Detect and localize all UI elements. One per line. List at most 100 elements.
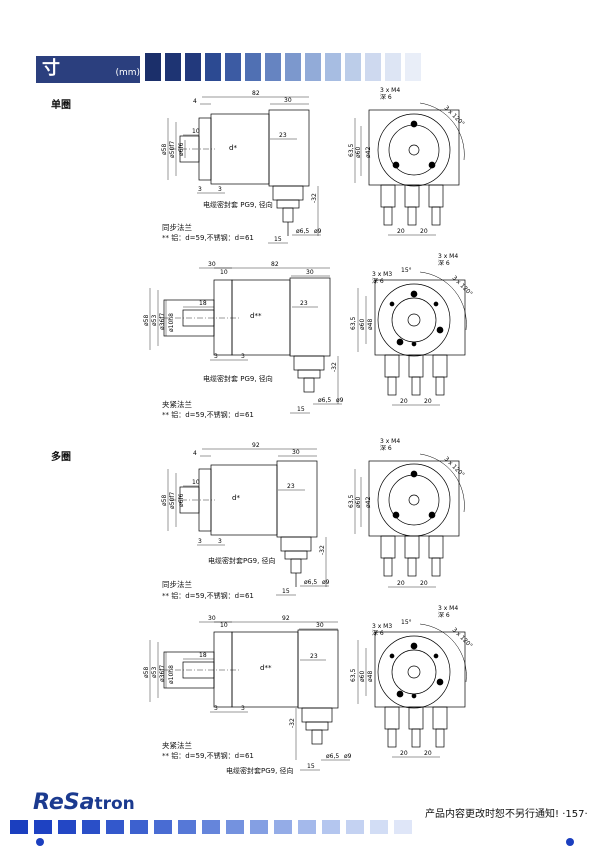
footer-bar-square xyxy=(10,820,28,834)
dim-label: 63,5 xyxy=(350,668,357,682)
dim-label: 30 xyxy=(292,449,300,456)
dim-label: ø10h8 xyxy=(168,313,175,332)
dim-label: ø42 xyxy=(365,147,372,158)
material-note: ** 铝：d=59,不锈钢：d=61 xyxy=(162,411,254,419)
footer-bar-square xyxy=(274,820,292,834)
dim-label: 深 6 xyxy=(438,611,450,619)
dim-label: ø42 xyxy=(365,497,372,508)
footer-bar-square xyxy=(202,820,220,834)
dim-label: 10 xyxy=(192,479,200,486)
cable-gland-caption: 电缆密封套PG9, 径向 xyxy=(208,557,276,565)
header-bar-square xyxy=(225,53,241,81)
dim-label: ø9 xyxy=(336,397,344,404)
dim-label: 82 xyxy=(252,90,260,97)
dim-label: 23 xyxy=(310,653,318,660)
footer-bar-square xyxy=(154,820,172,834)
header-bar-square xyxy=(285,53,301,81)
dim-label: ø60 xyxy=(355,147,362,158)
header-bar-square xyxy=(145,53,161,81)
dim-label: 30 xyxy=(208,261,216,268)
dim-label: ø6f6 xyxy=(178,493,185,507)
dim-label: 3 x 120° xyxy=(451,274,474,297)
drawing-1-front-view xyxy=(354,102,465,236)
dim-label: 30 xyxy=(306,269,314,276)
dim-label: 92 xyxy=(252,442,260,449)
header-bar-square xyxy=(245,53,261,81)
dim-label: 3 x 120° xyxy=(443,104,466,127)
footer-bar-square xyxy=(370,820,388,834)
flange-type-label: 同步法兰 xyxy=(162,580,192,589)
dim-label: -32 xyxy=(311,193,318,203)
dim-label: 20 xyxy=(400,398,408,405)
dim-label: 30 xyxy=(284,97,292,104)
dim-label: 63,5 xyxy=(350,316,357,330)
dim-label: ø58 xyxy=(161,144,168,155)
material-note: ** 铝：d=59,不锈钢：d=61 xyxy=(162,234,254,242)
footer-bar-square xyxy=(58,820,76,834)
footer-dot-right xyxy=(566,838,574,846)
page-number: ·157· xyxy=(562,809,588,820)
logo-resa: ReSa xyxy=(33,790,95,815)
footer-bar-square xyxy=(394,820,412,834)
dim-label: ø10h8 xyxy=(168,665,175,684)
dim-label: ø9 xyxy=(344,753,352,760)
dim-label: 20 xyxy=(420,228,428,235)
header-bar-square xyxy=(265,53,281,81)
drawing-4-front-view xyxy=(357,623,467,758)
header-bar-square xyxy=(205,53,221,81)
dim-label: 10 xyxy=(220,269,228,276)
footer-bar-square xyxy=(250,820,268,834)
dim-label: 23 xyxy=(287,483,295,490)
footer-dot-left xyxy=(36,838,44,846)
dim-label: 深 6 xyxy=(438,259,450,267)
title-unit: (mm) xyxy=(115,68,140,78)
dim-label: 3 x M4 xyxy=(380,87,400,94)
dim-label: 3 xyxy=(241,705,245,712)
dim-label: -32 xyxy=(319,545,326,555)
footer-bar-square xyxy=(298,820,316,834)
drawing-2-front-view xyxy=(357,271,467,406)
dim-label: ø50f7 xyxy=(169,141,176,158)
cable-gland-caption: 电缆密封套PG9, 径向 xyxy=(226,767,294,775)
dim-label: 深 6 xyxy=(380,93,392,101)
dim-label: 18 xyxy=(199,300,207,307)
dim-label: ø48 xyxy=(367,671,374,682)
dim-label: 23 xyxy=(279,132,287,139)
header-bar-square xyxy=(385,53,401,81)
footer-notice: 产品内容更改时恕不另行通知! ·157· xyxy=(425,805,588,820)
footer-bar-square xyxy=(106,820,124,834)
dim-label: ø58 xyxy=(143,315,150,326)
dim-label: 3 xyxy=(218,186,222,193)
drawing-3-side-view xyxy=(167,448,329,596)
title-text: 机械尺寸 xyxy=(42,32,99,79)
dim-label: 15° xyxy=(401,267,412,274)
dim-label: ø6,5 xyxy=(296,228,309,235)
dim-label: 3 x M3 xyxy=(372,271,392,278)
dim-label: 92 xyxy=(282,615,290,622)
section-single-turn: 单圈 xyxy=(51,100,71,111)
dim-label: 15° xyxy=(401,619,412,626)
dim-label: 深 6 xyxy=(372,277,384,285)
header-bar-square xyxy=(185,53,201,81)
drawing-4-side-view xyxy=(149,621,350,771)
dim-label: 63,5 xyxy=(348,494,355,508)
dim-label: ø60 xyxy=(359,319,366,330)
dim-label: ø58 xyxy=(143,667,150,678)
dim-label: ø60 xyxy=(359,671,366,682)
dim-label: 18 xyxy=(199,652,207,659)
dim-label: 3 x M4 xyxy=(438,253,458,260)
dim-label: ø36f7 xyxy=(159,665,166,682)
dim-label: 15 xyxy=(274,236,282,243)
drawing-2-side-view xyxy=(149,267,342,414)
dim-label: -32 xyxy=(331,362,338,372)
dim-label: 深 6 xyxy=(372,629,384,637)
dim-label: 3 x M4 xyxy=(380,438,400,445)
dim-label: ø9 xyxy=(314,228,322,235)
dim-label: ø48 xyxy=(367,319,374,330)
dim-label: 3 x 120° xyxy=(451,626,474,649)
dim-label: 23 xyxy=(300,300,308,307)
flange-type-label: 夹紧法兰 xyxy=(162,741,192,750)
footer-bar-square xyxy=(82,820,100,834)
dim-label: 20 xyxy=(397,580,405,587)
